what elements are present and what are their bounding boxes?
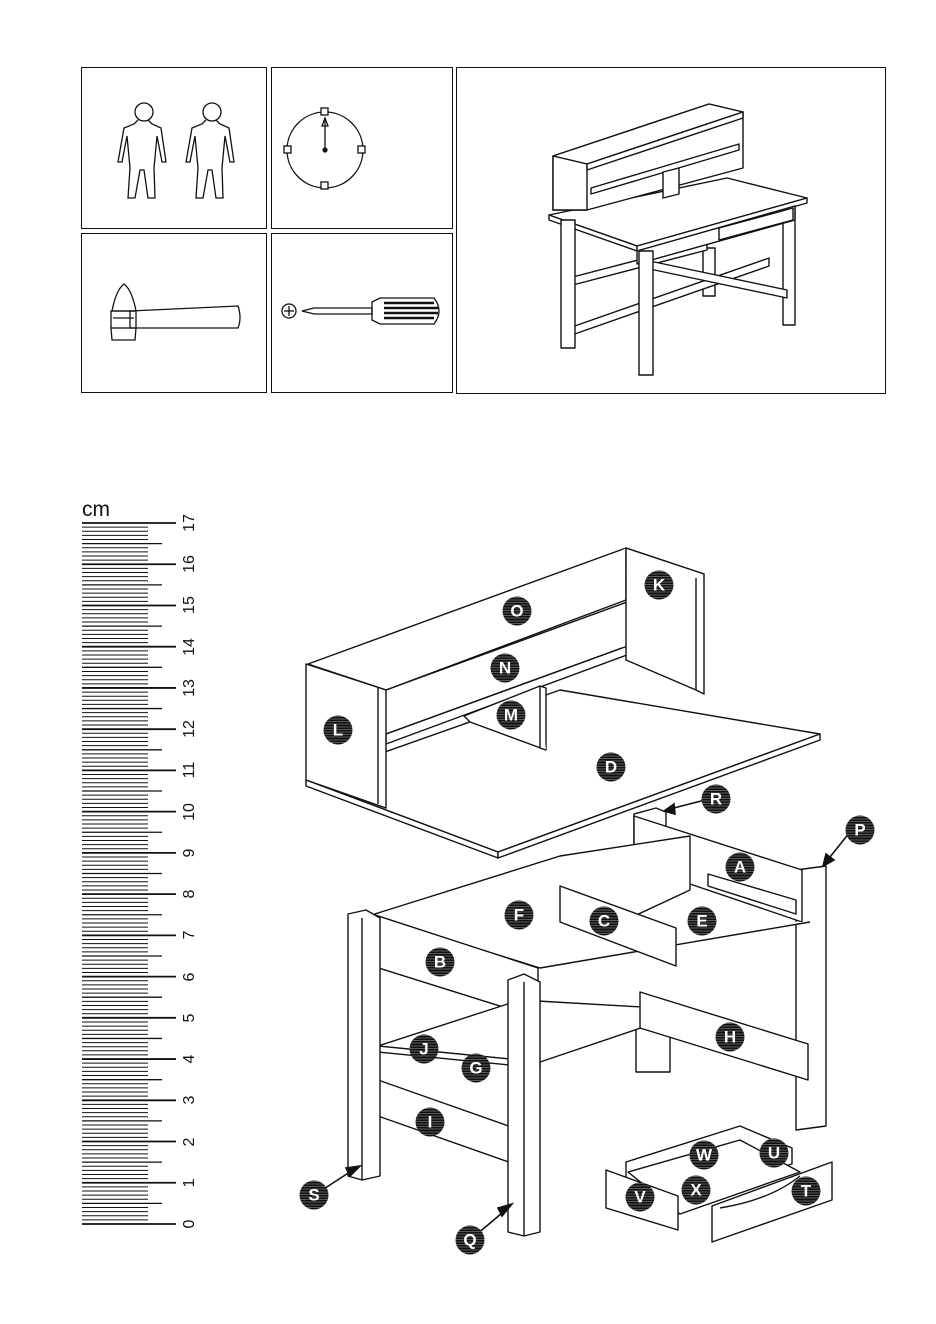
part-label-w: W <box>690 1141 719 1170</box>
part-label-c: C <box>590 907 619 936</box>
part-label-k: K <box>645 571 674 600</box>
part-label-l: L <box>324 716 353 745</box>
part-label-i: I <box>416 1108 445 1137</box>
part-label-d: D <box>597 753 626 782</box>
part-label-j: J <box>410 1035 439 1064</box>
part-label-n: N <box>491 654 520 683</box>
part-label-u: U <box>760 1139 789 1168</box>
part-label-b: B <box>426 948 455 977</box>
part-label-f: F <box>505 901 534 930</box>
part-label-h: H <box>716 1023 745 1052</box>
part-label-x: X <box>682 1176 711 1205</box>
part-label-s: S <box>300 1181 329 1210</box>
part-label-t: T <box>792 1177 821 1206</box>
part-label-e: E <box>688 907 717 936</box>
part-label-a: A <box>726 853 755 882</box>
part-label-p: P <box>846 816 875 845</box>
part-label-r: R <box>702 785 731 814</box>
part-label-g: G <box>462 1054 491 1083</box>
part-label-m: M <box>497 701 526 730</box>
part-label-v: V <box>626 1183 655 1212</box>
leg-front-left <box>348 910 380 1180</box>
panel-hutch-side-right <box>626 548 704 694</box>
part-label-q: Q <box>456 1226 485 1255</box>
part-label-o: O <box>503 597 532 626</box>
panel-front-stretcher <box>378 1080 520 1166</box>
